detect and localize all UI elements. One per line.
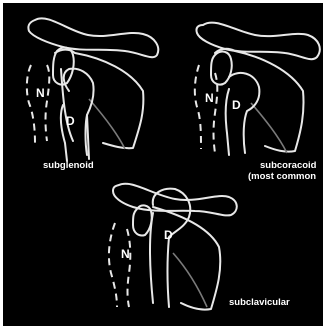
- diagram-panel: N D subglenoid N D subcoracoid (most com…: [3, 3, 323, 326]
- caption-subcoracoid: subcoracoid: [260, 160, 317, 171]
- normal-humerus-outline: [109, 223, 130, 307]
- caption-subglenoid: subglenoid: [43, 160, 94, 171]
- coracoid-process: [211, 52, 232, 85]
- subglenoid-sketch: N D subglenoid: [27, 18, 158, 171]
- normal-humerus-outline: [27, 65, 49, 143]
- label-normal: N: [36, 86, 45, 100]
- shoulder-dislocation-diagram: N D subglenoid N D subcoracoid (most com…: [3, 3, 323, 326]
- label-normal: N: [121, 247, 130, 261]
- scapula-shadow: [89, 99, 125, 149]
- label-dislocated: D: [164, 228, 173, 242]
- humeral-shaft: [150, 213, 153, 303]
- caption-subclavicular: subclavicular: [229, 297, 290, 308]
- label-dislocated: D: [232, 98, 241, 112]
- subclavicular-sketch: N D subclavicular: [109, 184, 290, 310]
- subcoracoid-sketch: N D subcoracoid (most common: [195, 23, 320, 182]
- clavicle-outline: [28, 18, 158, 57]
- humeral-shaft: [226, 89, 229, 155]
- label-normal: N: [205, 91, 214, 105]
- scapula-shadow: [173, 253, 207, 307]
- humeral-head-dislocated: [153, 189, 190, 307]
- caption-most-common: (most common: [248, 171, 316, 182]
- scapula-shadow: [251, 103, 287, 153]
- scapula-outline: [55, 50, 143, 149]
- label-dislocated: D: [66, 114, 75, 128]
- normal-humerus-outline: [195, 65, 217, 153]
- humeral-head-dislocated: [229, 73, 259, 153]
